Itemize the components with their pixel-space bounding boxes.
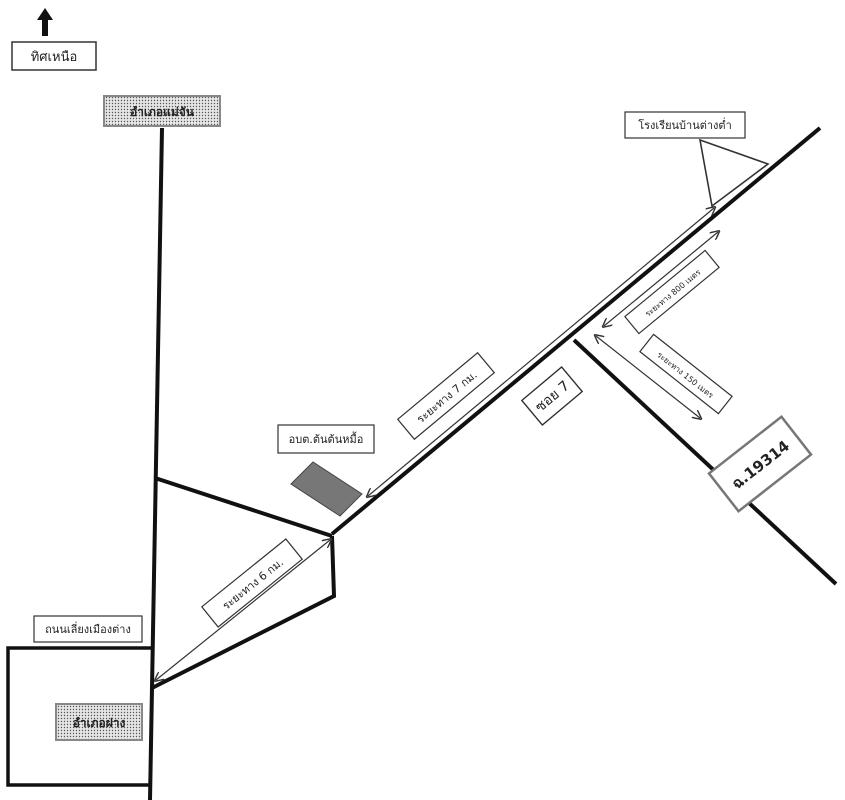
- soi-label: ซอย 7: [520, 366, 584, 426]
- school-marker: [698, 138, 770, 208]
- distance-800m-text: ระยะทาง 800 เมตร: [643, 267, 703, 318]
- north-arrow-icon: [37, 8, 53, 36]
- tambon-office: อบต.ต้นต้นหมื้อ: [277, 424, 375, 517]
- tambon-office-building: [290, 461, 363, 517]
- school-text: โรงเรียนบ้านต่างต่ำ: [638, 117, 732, 132]
- vertical-road: [148, 127, 164, 800]
- north-label: ทิศเหนือ: [11, 41, 97, 71]
- local-road-label: ถนนเลี่ยงเมืองต่าง: [33, 615, 143, 643]
- district-bottom-text: อำเภอฝาง: [73, 716, 126, 730]
- school: โรงเรียนบ้านต่างต่ำ: [624, 111, 770, 208]
- road-code-box: ฉ.19314: [707, 415, 813, 513]
- distance-150m: ระยะทาง 150 เมตร: [596, 334, 733, 418]
- distance-800m: ระยะทาง 800 เมตร: [604, 232, 719, 335]
- district-top-text: อำเภอแม่จัน: [130, 105, 195, 119]
- local-road-text: ถนนเลี่ยงเมืองต่าง: [45, 621, 131, 636]
- north-label-text: ทิศเหนือ: [31, 49, 78, 65]
- district-bottom-block: อำเภอฝาง: [6, 646, 152, 787]
- district-top-label: อำเภอแม่จัน: [103, 95, 221, 127]
- tambon-office-text: อบต.ต้นต้นหมื้อ: [289, 431, 364, 446]
